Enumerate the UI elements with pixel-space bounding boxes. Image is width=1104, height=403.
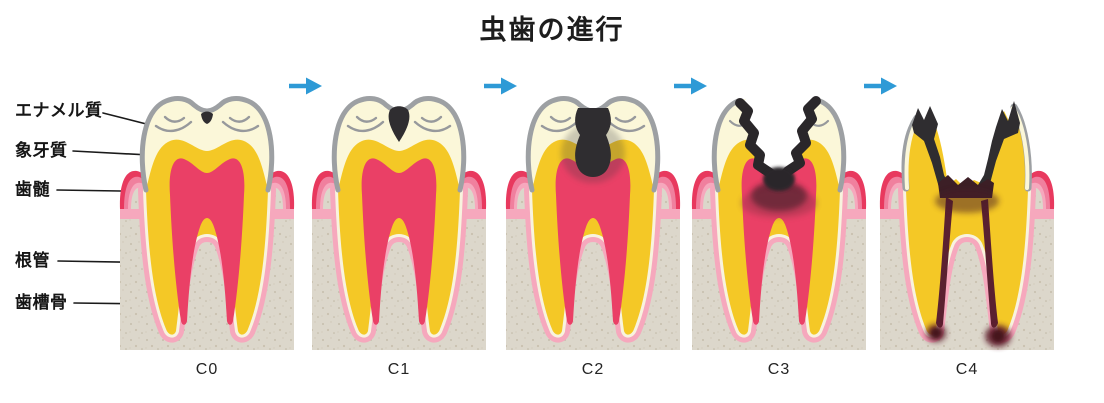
tooth-stage-c2-illustration <box>498 95 688 360</box>
stage-label-c1: C1 <box>387 361 411 378</box>
diagram-title: 虫歯の進行 <box>479 15 625 45</box>
anatomy-label-dentin: 象牙質 <box>15 141 68 160</box>
anatomy-label-root-canal: 根管 <box>15 251 50 270</box>
anatomy-label-enamel: エナメル質 <box>15 101 103 120</box>
tooth-stage-c3-illustration <box>684 93 874 360</box>
anatomy-label-alveolar-bone: 歯槽骨 <box>15 293 68 312</box>
tooth-stage-c4-illustration <box>872 95 1062 360</box>
stage-label-c4: C4 <box>955 361 979 378</box>
tooth-stage-c1-illustration <box>304 95 494 360</box>
stage-column-c1 <box>304 95 494 360</box>
arrow-right-icon <box>862 75 900 97</box>
arrow-right-icon <box>672 75 710 97</box>
anatomy-label-pulp: 歯髄 <box>15 180 50 199</box>
stage-label-c3: C3 <box>767 361 791 378</box>
stage-label-c0: C0 <box>195 361 219 378</box>
arrow-right-icon <box>482 75 520 97</box>
stage-column-c3 <box>684 93 874 360</box>
stage-column-c2 <box>498 95 688 360</box>
stage-column-c4 <box>872 95 1062 360</box>
tooth-stage-c0-illustration <box>112 95 302 360</box>
stage-label-c2: C2 <box>581 361 605 378</box>
arrow-right-icon <box>287 75 325 97</box>
stage-column-c0 <box>112 95 302 360</box>
